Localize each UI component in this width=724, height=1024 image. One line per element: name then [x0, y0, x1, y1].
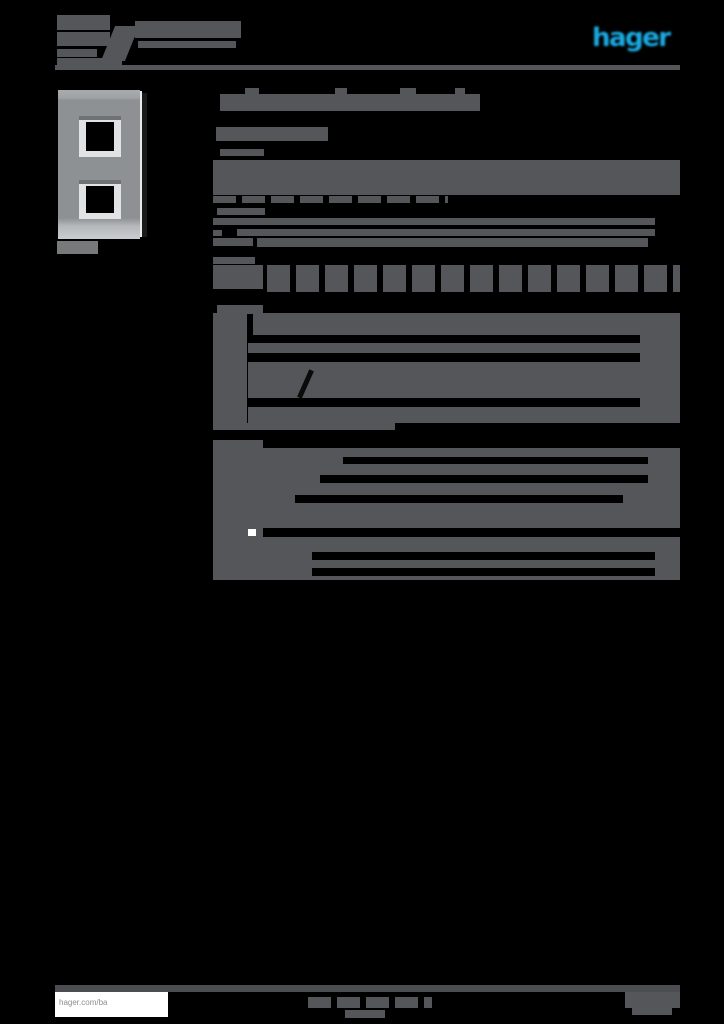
table-row-gap — [312, 568, 655, 576]
section-label — [220, 149, 264, 156]
title-ascender — [335, 88, 347, 95]
footer-center-subtext — [345, 1010, 385, 1018]
brand-text-line — [57, 49, 97, 57]
text-line — [257, 238, 648, 247]
text-band — [253, 313, 680, 335]
table-section-gap — [263, 528, 680, 537]
cover-frame-edge-highlight — [140, 91, 142, 237]
row-label — [213, 265, 263, 289]
table-row-gap — [343, 457, 648, 464]
cover-frame-opening-bottom-hole — [86, 186, 114, 213]
brand-text-line — [57, 58, 122, 66]
footer-url-box: hager.com/ba — [55, 992, 168, 1017]
cover-frame-edge-shadow — [142, 93, 147, 237]
label-column — [213, 313, 247, 423]
text-band — [248, 362, 680, 398]
title-ascender — [400, 88, 416, 95]
footer-website-link[interactable]: hager.com/ba — [59, 998, 108, 1007]
text-line — [237, 229, 655, 236]
bullet-dot — [248, 529, 256, 536]
cover-frame-opening-top-hole — [86, 122, 114, 151]
table-row-gap — [295, 495, 623, 503]
image-caption — [57, 241, 98, 254]
title-ascender — [455, 88, 465, 95]
doc-type-heading — [135, 21, 241, 38]
footer-divider-bar — [55, 985, 680, 992]
product-image-cover-frame — [57, 88, 149, 240]
section-label — [217, 208, 265, 215]
page-number-subtext — [632, 1008, 672, 1015]
footer-center-text — [308, 997, 432, 1008]
paragraph-last-line — [213, 196, 448, 203]
cover-frame-opening-bottom — [79, 180, 121, 219]
brand-text-line — [57, 32, 110, 46]
cover-frame-opening-top — [79, 116, 121, 157]
section-label — [217, 305, 263, 314]
word-wrapped-block — [267, 265, 680, 292]
row-label — [213, 257, 255, 264]
row-label — [213, 238, 253, 246]
product-title — [220, 94, 480, 111]
table-row-gap — [263, 440, 680, 448]
right-column — [640, 313, 680, 423]
title-ascender — [245, 88, 259, 95]
hager-logo: hager — [592, 23, 671, 53]
brand-text-line — [57, 15, 110, 30]
paragraph-block — [213, 160, 680, 195]
text-line — [213, 218, 655, 225]
row-tick — [213, 230, 222, 236]
product-subtitle — [216, 127, 328, 141]
doc-type-subheading — [138, 41, 236, 48]
text-band — [248, 407, 680, 423]
text-line — [248, 343, 680, 353]
paragraph-last-line — [213, 423, 395, 430]
table-row-gap — [320, 475, 648, 483]
table-row-gap — [312, 552, 655, 560]
header-divider-rule — [55, 65, 680, 70]
